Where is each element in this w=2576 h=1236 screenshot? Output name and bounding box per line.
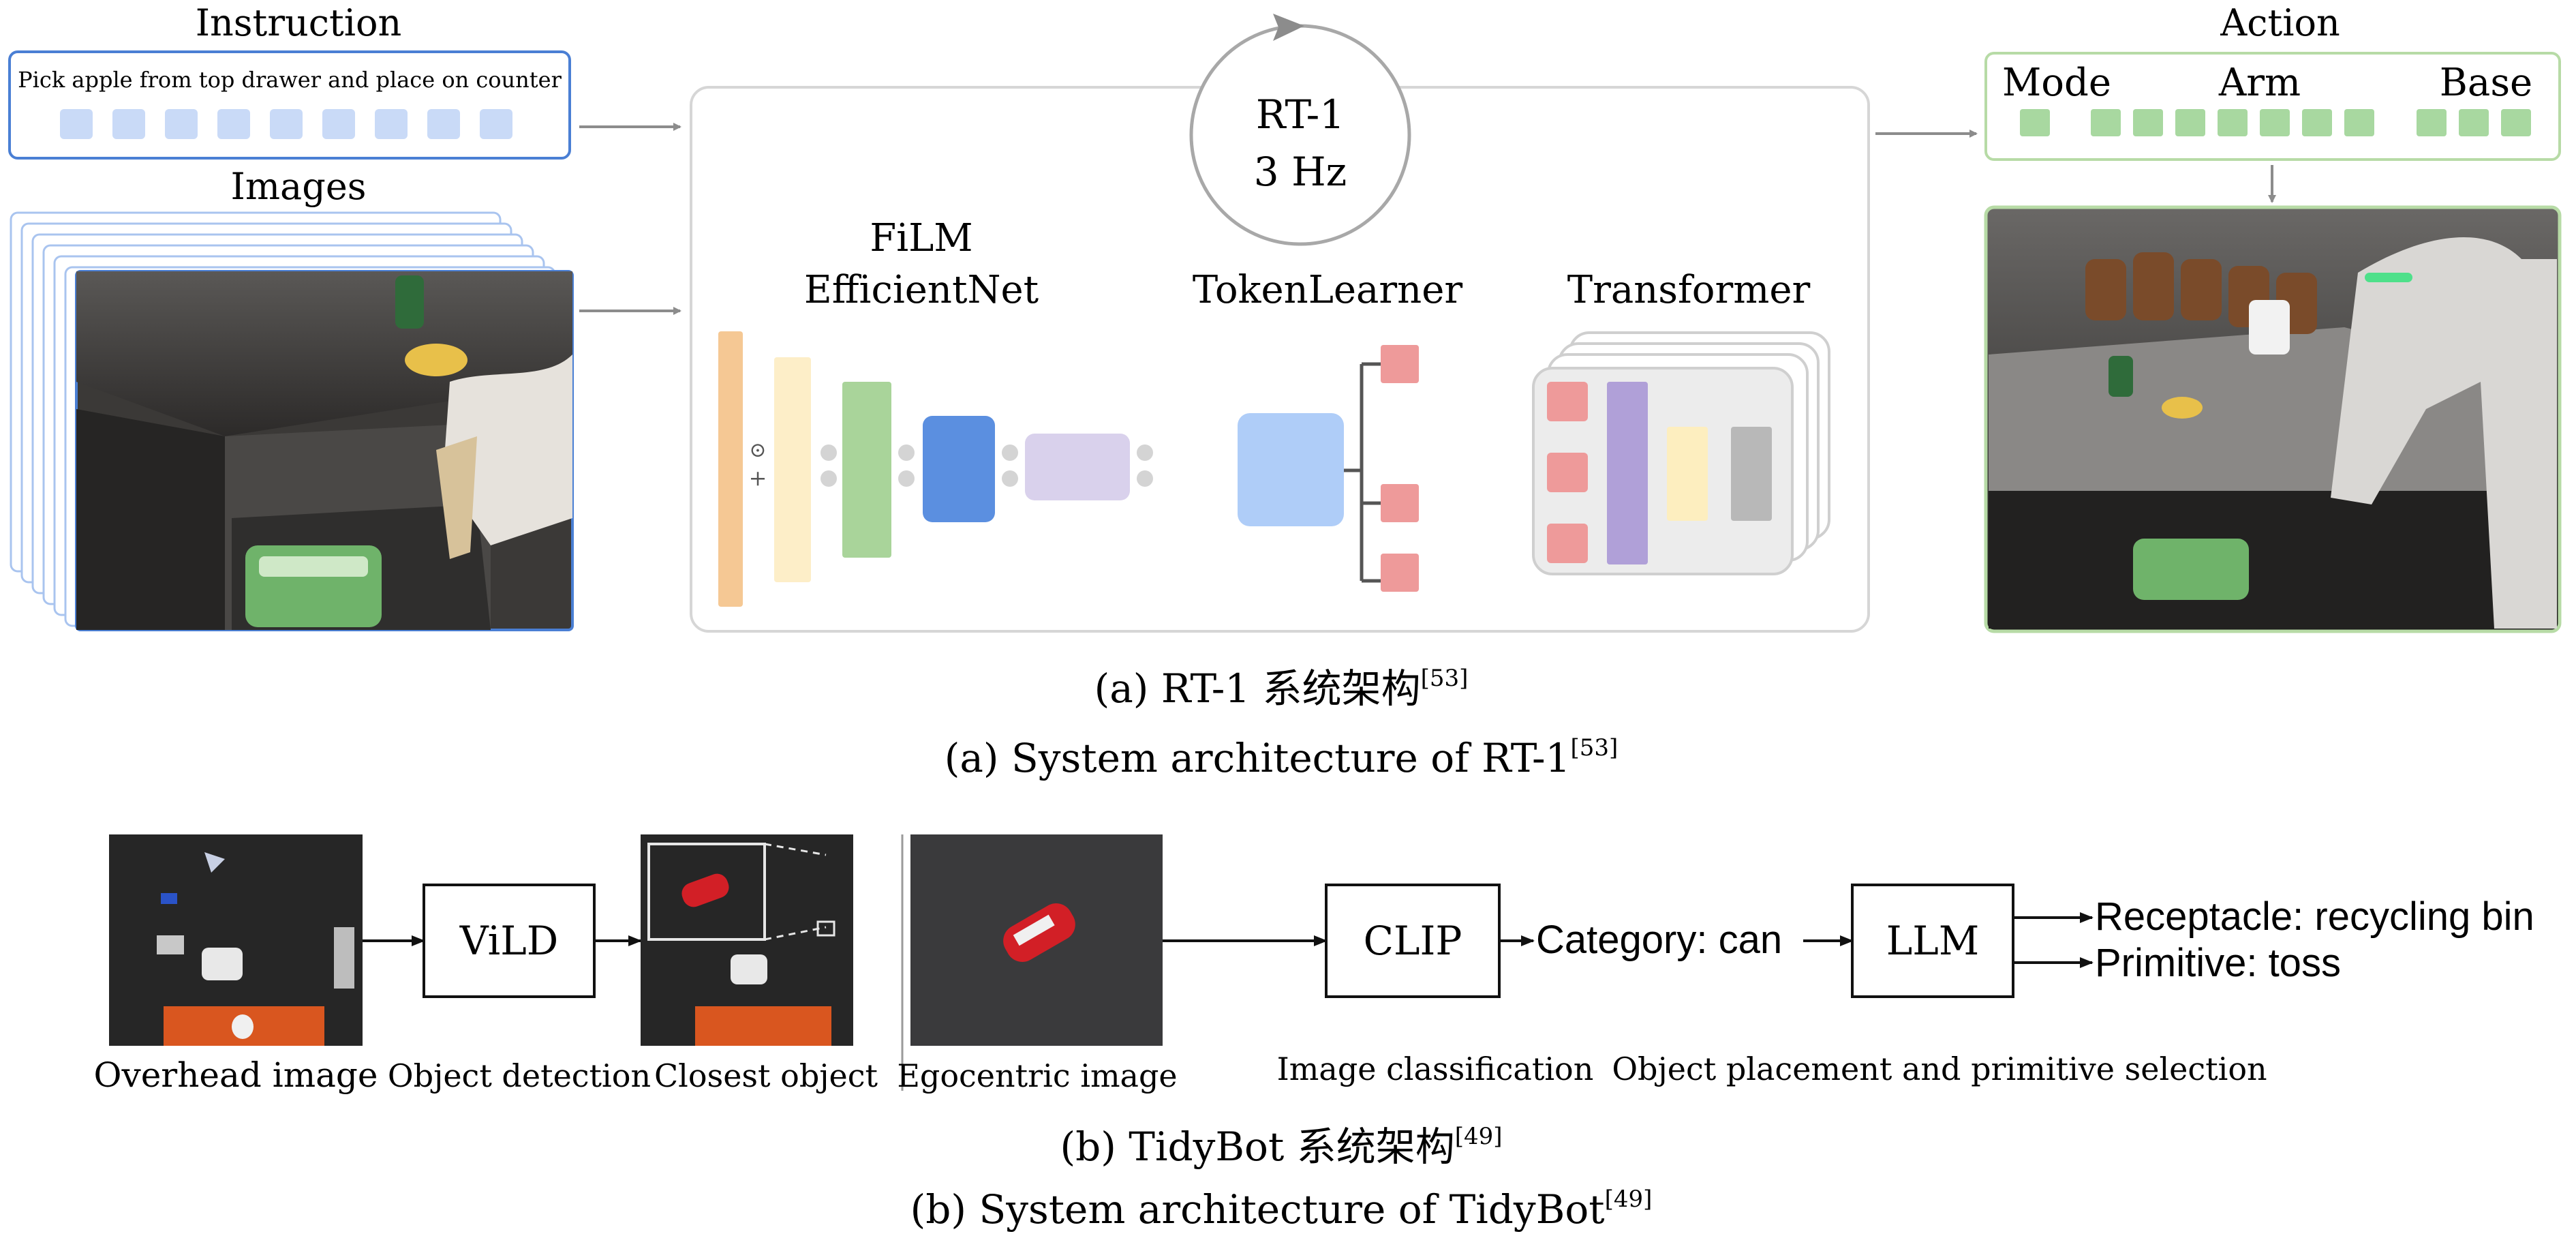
egocentric-image <box>910 834 1163 1046</box>
action-token-arm <box>2344 109 2374 136</box>
rt1-name: RT-1 <box>1256 91 1345 138</box>
instruction-token <box>375 109 408 139</box>
classification-label: Image classification <box>1277 1051 1594 1087</box>
action-box <box>1984 52 2561 161</box>
action-token-arm <box>2091 109 2121 136</box>
tokenlearner-token <box>1381 554 1419 592</box>
overhead-image <box>109 834 363 1046</box>
instruction-token <box>322 109 355 139</box>
transformer-attention <box>1607 382 1648 564</box>
film-dot-op-icon: ⊙ <box>749 438 766 462</box>
primitive-text: Primitive: toss <box>2095 941 2341 985</box>
transformer-output <box>1731 427 1772 521</box>
tokenlearner-token <box>1381 345 1419 383</box>
action-mode-label: Mode <box>2002 61 2111 105</box>
clip-label: CLIP <box>1364 918 1462 964</box>
instruction-token <box>480 109 512 139</box>
caption-a-en: (a) System architecture of RT-1[53] <box>945 734 1619 781</box>
robot-photo <box>1984 205 2562 633</box>
loop-arrow-icon <box>1273 14 1304 41</box>
action-token-mode <box>2020 109 2050 136</box>
film-line2: EfficientNet <box>804 268 1039 312</box>
overhead-label: Overhead image <box>93 1055 378 1095</box>
film-block-lavender <box>1025 434 1130 500</box>
closest-label: Closest object <box>654 1057 878 1094</box>
llm-box <box>1851 884 2014 998</box>
action-token-base <box>2459 109 2489 136</box>
closest-object-image <box>641 834 853 1046</box>
instruction-token <box>60 109 93 139</box>
category-text: Category: can <box>1536 918 1782 962</box>
film-block-green <box>842 382 891 558</box>
film-block-orange <box>718 331 743 607</box>
transformer-token <box>1547 382 1588 421</box>
vild-label: ViLD <box>459 918 558 964</box>
action-label: Action <box>2220 1 2340 44</box>
caption-a-cn: (a) RT-1 系统架构[53] <box>1094 665 1469 712</box>
transformer-label: Transformer <box>1567 268 1811 312</box>
instruction-token-row <box>60 109 512 139</box>
film-efficientnet-blocks: ⊙ + <box>718 331 1153 607</box>
transformer-block <box>1532 331 1830 575</box>
vild-box <box>423 884 596 998</box>
receptacle-text: Receptacle: recycling bin <box>2095 894 2534 939</box>
instruction-token <box>165 109 198 139</box>
images-label: Images <box>231 165 367 208</box>
tokenlearner-token <box>1381 484 1419 522</box>
instruction-token <box>427 109 460 139</box>
instruction-token <box>112 109 145 139</box>
transformer-ffn <box>1667 427 1708 521</box>
instruction-label: Instruction <box>196 1 402 44</box>
tokenlearner-label: TokenLearner <box>1193 268 1463 312</box>
tokenlearner-block <box>1238 345 1419 592</box>
transformer-token <box>1547 524 1588 563</box>
detection-label: Object detection <box>388 1057 651 1094</box>
llm-label: LLM <box>1886 918 1979 964</box>
tokenlearner-input <box>1238 413 1344 526</box>
film-plus-op-icon: + <box>749 465 767 491</box>
action-token-base <box>2417 109 2447 136</box>
clip-box <box>1325 884 1501 998</box>
transformer-token <box>1547 453 1588 492</box>
ego-label: Egocentric image <box>897 1057 1177 1094</box>
instruction-token <box>270 109 303 139</box>
action-token-arm <box>2175 109 2205 136</box>
action-token-base <box>2501 109 2531 136</box>
film-line1: FiLM <box>870 216 972 260</box>
caption-b-cn: (b) TidyBot 系统架构[49] <box>1060 1123 1502 1170</box>
camera-image-drawer-scene <box>75 270 574 631</box>
rt1-rate: 3 Hz <box>1254 149 1347 195</box>
action-token-arm <box>2133 109 2163 136</box>
caption-b-en: (b) System architecture of TidyBot[49] <box>910 1186 1653 1233</box>
action-token-arm <box>2260 109 2290 136</box>
film-block-blue <box>923 416 995 522</box>
action-base-label: Base <box>2440 61 2532 105</box>
action-token-arm <box>2302 109 2332 136</box>
instruction-text: Pick apple from top drawer and place on … <box>18 67 562 93</box>
placement-label: Object placement and primitive selection <box>1612 1051 2267 1087</box>
action-token-row <box>2020 109 2531 136</box>
action-token-arm <box>2218 109 2248 136</box>
action-arm-label: Arm <box>2218 61 2301 105</box>
film-block-cream <box>774 357 811 582</box>
instruction-token <box>217 109 250 139</box>
